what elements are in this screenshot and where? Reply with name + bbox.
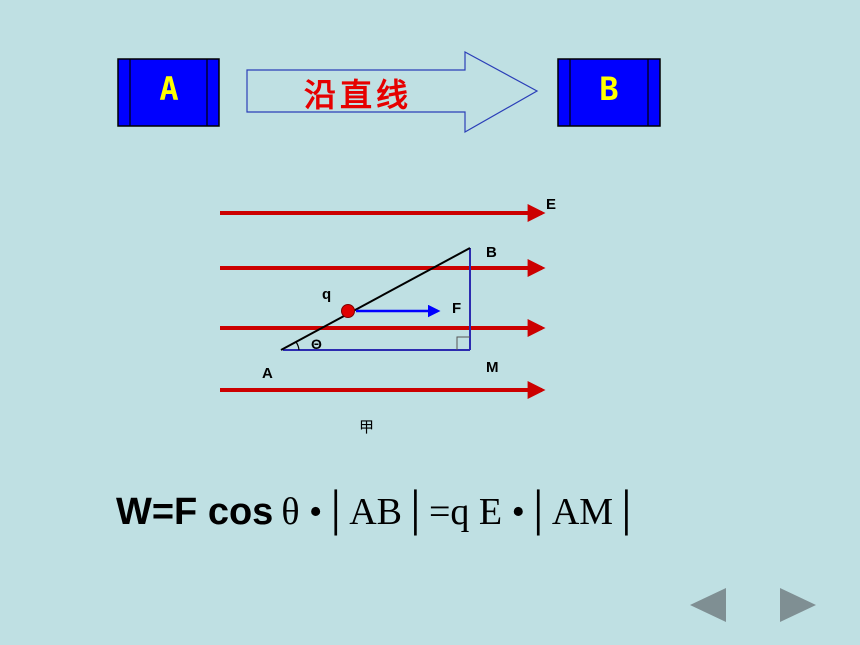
diagram-caption: 甲 [359, 419, 374, 436]
work-formula: W=F cos θ •│AB│=q E •│AM│ [116, 486, 776, 538]
diagram-labels: E B q F Θ A M 甲 [262, 196, 556, 436]
field-lines [220, 204, 546, 399]
box-a-body [117, 58, 220, 127]
label-b: B [486, 244, 497, 261]
label-f: F [452, 300, 461, 317]
charge-force [341, 304, 441, 318]
theta-arc [295, 341, 300, 351]
label-theta: Θ [311, 336, 322, 352]
arrow-label: 沿直线 [304, 76, 412, 114]
charge-q [341, 304, 355, 318]
next-slide-button[interactable] [778, 586, 818, 624]
box-a-label: A [159, 70, 178, 108]
direction-arrow: 沿直线 [246, 50, 539, 134]
formula-main: W=F cos [116, 490, 274, 533]
side-ab [280, 247, 471, 351]
box-b-body [557, 58, 661, 127]
box-b: B [557, 58, 661, 127]
triangle-left-icon [690, 588, 726, 622]
box-b-label: B [599, 70, 618, 108]
label-a: A [262, 365, 273, 382]
triangle-abm [280, 247, 471, 351]
label-e: E [546, 196, 556, 213]
label-q: q [322, 286, 331, 303]
hollow-arrow-shape [246, 50, 539, 134]
triangle-right-icon [780, 588, 816, 622]
box-a: A [117, 58, 220, 127]
right-angle-mark [456, 336, 470, 350]
formula-rest: θ •│AB│=q E •│AM│ [281, 491, 640, 533]
prev-slide-button[interactable] [688, 586, 728, 624]
label-m: M [486, 359, 499, 376]
